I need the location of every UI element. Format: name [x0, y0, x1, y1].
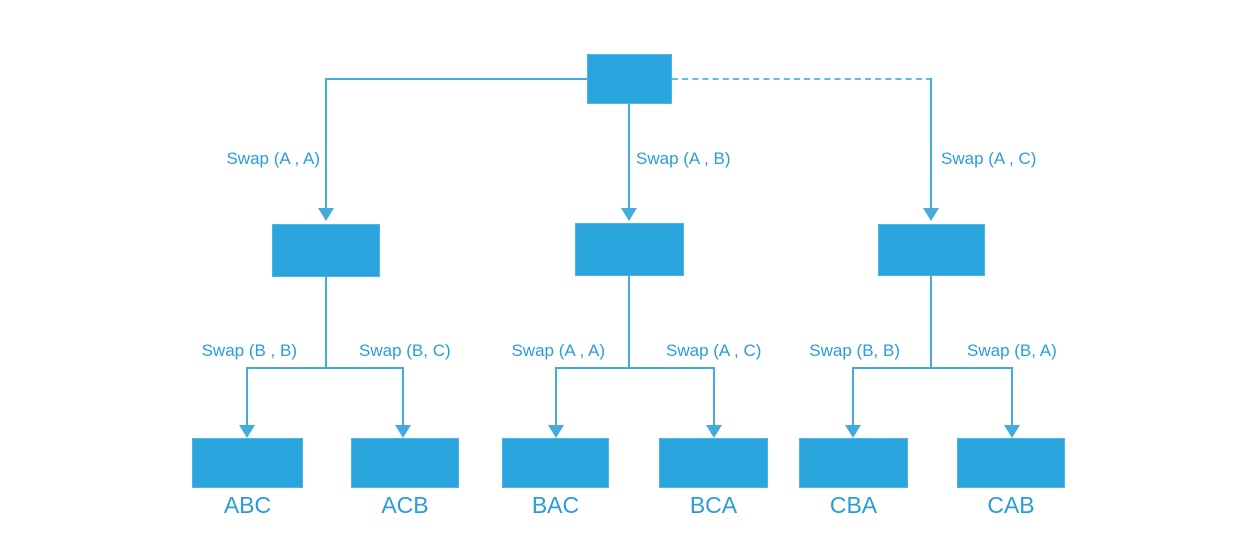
leaf-label-bca: BCA [689, 492, 738, 518]
leaf-abc [192, 438, 303, 488]
edge-child3-left-drop [852, 367, 854, 425]
edge-child1-right-drop [402, 367, 404, 425]
edge-label-swap-ba-right: Swap (B, A) [967, 341, 1057, 360]
edge-child2-stem [628, 276, 630, 368]
arrow-down-icon [706, 425, 722, 438]
arrow-down-icon [923, 208, 939, 221]
leaf-label-abc: ABC [223, 492, 272, 518]
leaf-label-cba: CBA [829, 492, 878, 518]
edge-child3-connector [852, 367, 1012, 369]
edge-child3-right-drop [1011, 367, 1013, 425]
leaf-bac [502, 438, 609, 488]
edge-child1-stem [325, 277, 327, 368]
arrow-down-icon [1004, 425, 1020, 438]
edge-root-left-horizontal [325, 78, 587, 80]
edge-root-middle-vertical [628, 104, 630, 208]
leaf-label-bac: BAC [531, 492, 580, 518]
edge-child2-connector [555, 367, 715, 369]
edge-child2-left-drop [555, 367, 557, 425]
leaf-label-acb: ACB [381, 492, 429, 518]
edge-label-swap-ac-mid: Swap (A , C) [666, 341, 762, 360]
edge-label-swap-ac-top: Swap (A , C) [941, 149, 1037, 168]
edge-label-swap-aa-mid: Swap (A , A) [511, 341, 605, 360]
edge-label-swap-bb-left: Swap (B , B) [201, 341, 297, 360]
arrow-down-icon [621, 208, 637, 221]
edge-root-right-horizontal [672, 78, 932, 80]
edge-label-swap-bc-left: Swap (B, C) [359, 341, 451, 360]
arrow-down-icon [239, 425, 255, 438]
leaf-cba [799, 438, 908, 488]
edge-child1-connector [246, 367, 404, 369]
node-child-1 [272, 224, 380, 277]
node-child-2 [575, 223, 684, 276]
edge-label-swap-aa-top: Swap (A , A) [226, 149, 320, 168]
edge-child3-stem [930, 276, 932, 368]
arrow-down-icon [395, 425, 411, 438]
leaf-bca [659, 438, 768, 488]
node-child-3 [878, 224, 985, 276]
arrow-down-icon [548, 425, 564, 438]
node-root [587, 54, 672, 104]
leaf-acb [351, 438, 459, 488]
edge-label-swap-ab-top: Swap (A , B) [636, 149, 731, 168]
edge-root-right-vertical [930, 78, 932, 208]
edge-root-left-vertical [325, 78, 327, 208]
edge-child2-right-drop [713, 367, 715, 425]
arrow-down-icon [318, 208, 334, 221]
edge-label-swap-bb-right: Swap (B, B) [809, 341, 900, 360]
leaf-label-cab: CAB [987, 492, 1035, 518]
arrow-down-icon [845, 425, 861, 438]
leaf-cab [957, 438, 1065, 488]
edge-child1-left-drop [246, 367, 248, 425]
